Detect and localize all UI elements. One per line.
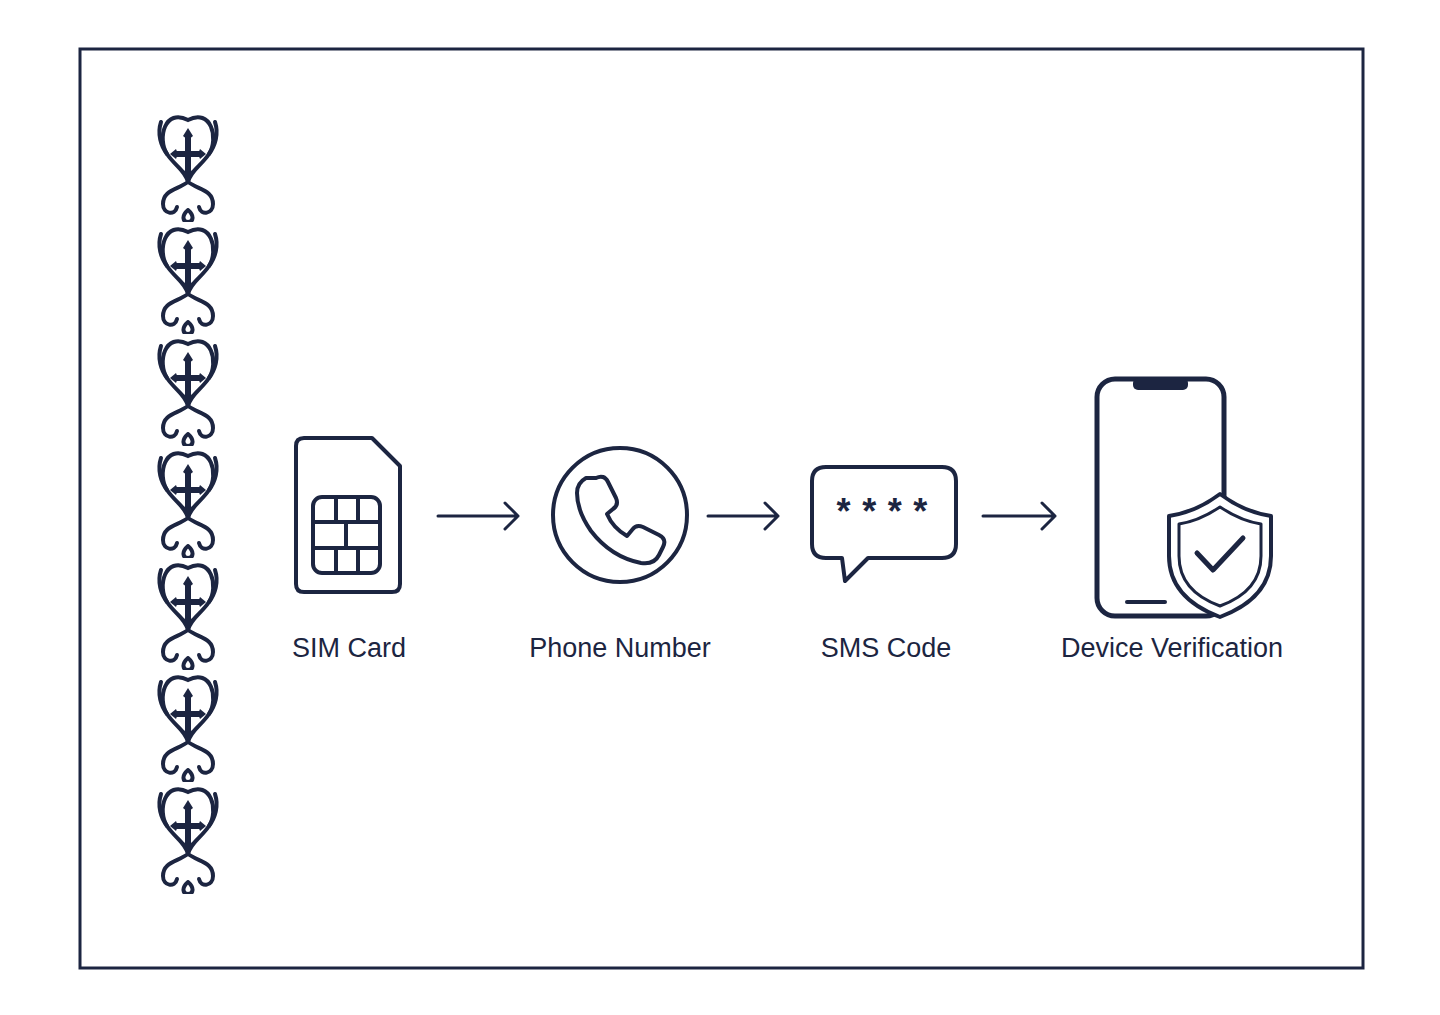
node-icon (1065, 378, 1295, 668)
node-icon (528, 378, 698, 668)
flow-arrow (438, 503, 518, 529)
node-icon (286, 378, 428, 668)
sms-code-node: ****SMS Code (788, 378, 973, 668)
flow-arrow (983, 503, 1055, 529)
node-label: SMS Code (686, 632, 1086, 664)
sim-card-node: SIM Card (286, 378, 428, 668)
phone-number-node: Phone Number (528, 378, 698, 668)
node-label: SIM Card (149, 632, 549, 664)
device-verification-node: Device Verification (1065, 378, 1295, 668)
node-label: Phone Number (420, 632, 820, 664)
ornament-band (155, 110, 221, 897)
outer-border (80, 49, 1363, 968)
flow-arrow (708, 503, 778, 529)
node-label: Device Verification (972, 632, 1372, 664)
masked-code: **** (734, 496, 1034, 536)
